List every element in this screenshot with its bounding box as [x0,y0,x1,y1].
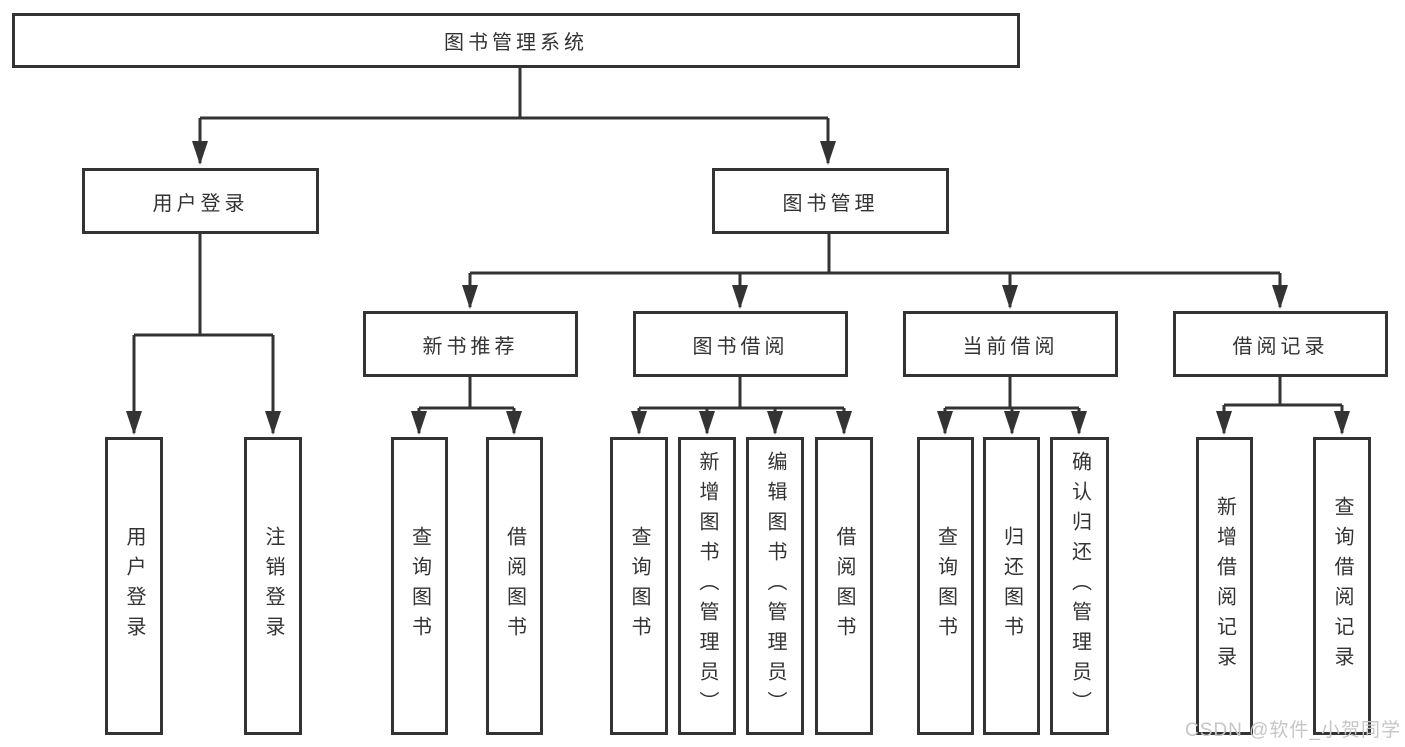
leaf-borrow-books-1: 借阅图书 [486,437,543,735]
node-current-borrowing: 当前借阅 [903,311,1118,377]
leaf-return-books: 归还图书 [983,437,1040,735]
node-book-management: 图书管理 [712,168,949,234]
leaf-logout: 注销登录 [244,437,302,735]
node-book-borrowing: 图书借阅 [633,311,848,377]
leaf-add-books-admin: 新增图书（管理员） [678,437,736,735]
leaf-borrow-books-2: 借阅图书 [815,437,873,735]
node-user-login: 用户登录 [82,168,319,234]
leaf-add-books-admin-label: 新增图书（管理员） [696,451,718,721]
leaf-query-borrow-record: 查询借阅记录 [1313,437,1371,735]
leaf-add-borrow-record-label: 新增借阅记录 [1213,496,1236,676]
leaf-query-books-1-label: 查询图书 [408,526,431,646]
node-new-book-recommend: 新书推荐 [363,311,578,377]
leaf-query-borrow-record-label: 查询借阅记录 [1331,496,1353,676]
node-current-borrowing-label: 当前借阅 [962,335,1059,358]
leaf-query-books-2: 查询图书 [610,437,668,735]
leaf-return-books-label: 归还图书 [1000,526,1023,646]
leaf-confirm-return-admin: 确认归还（管理员） [1050,437,1109,735]
node-book-management-label: 图书管理 [782,192,879,215]
leaf-user-login: 用户登录 [105,437,163,735]
node-user-login-label: 用户登录 [152,192,249,215]
node-borrowing-records: 借阅记录 [1173,311,1388,377]
leaf-confirm-return-admin-label: 确认归还（管理员） [1068,451,1091,721]
leaf-query-books-2-label: 查询图书 [628,526,650,646]
leaf-add-borrow-record: 新增借阅记录 [1196,437,1253,735]
leaf-query-books-3-label: 查询图书 [934,526,957,646]
node-new-book-recommend-label: 新书推荐 [422,335,519,358]
leaf-query-books-1: 查询图书 [391,437,448,735]
node-borrowing-records-label: 借阅记录 [1232,335,1329,358]
leaf-query-books-3: 查询图书 [917,437,974,735]
node-book-borrowing-label: 图书借阅 [692,335,789,358]
leaf-edit-books-admin: 编辑图书（管理员） [746,437,804,735]
leaf-logout-label: 注销登录 [262,526,284,646]
node-root: 图书管理系统 [12,13,1020,68]
csdn-watermark: CSDN @软件_小贺同学 [1185,720,1401,741]
leaf-user-login-label: 用户登录 [123,526,145,646]
node-root-label: 图书管理系统 [444,32,588,54]
leaf-borrow-books-1-label: 借阅图书 [503,526,526,646]
leaf-edit-books-admin-label: 编辑图书（管理员） [764,451,786,721]
leaf-borrow-books-2-label: 借阅图书 [833,526,855,646]
